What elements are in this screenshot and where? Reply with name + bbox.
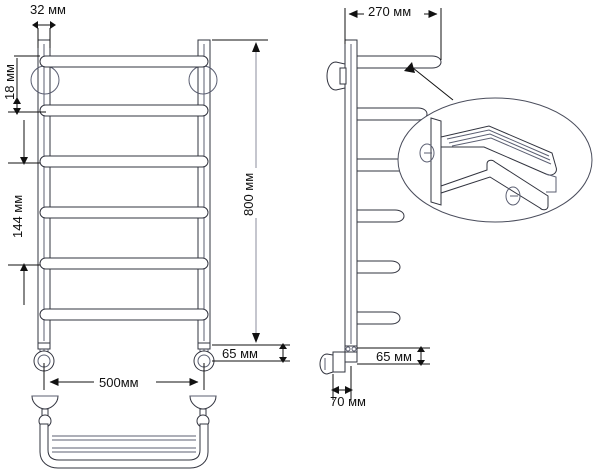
rung-5 bbox=[39, 257, 209, 270]
dimension-label-65mm-side: 65 мм bbox=[376, 349, 412, 364]
dimension-label-65mm-front: 65 мм bbox=[222, 346, 258, 361]
rung-1 bbox=[39, 55, 209, 68]
dimension-label-500mm: 500мм bbox=[99, 375, 139, 390]
side-arm-1 bbox=[356, 55, 442, 69]
shelf-bar-2 bbox=[52, 447, 196, 453]
rung-6 bbox=[39, 308, 209, 321]
dimension-label-70mm: 70 мм bbox=[330, 394, 366, 409]
dimension-label-800mm: 800 мм bbox=[241, 173, 256, 216]
shelf-right-bracket bbox=[189, 395, 217, 428]
detail-shelf-rails bbox=[440, 125, 557, 176]
side-arm-2 bbox=[356, 107, 428, 121]
detail-leader-arrow bbox=[404, 62, 415, 73]
dimension-label-32mm: 32 мм bbox=[30, 2, 66, 17]
detail-view bbox=[397, 62, 593, 223]
detail-post-flange bbox=[419, 143, 435, 163]
detail-post bbox=[430, 117, 442, 206]
dimension-rung-spacing: 144 мм bbox=[8, 120, 40, 305]
dimension-overall-depth: 270 мм bbox=[344, 3, 442, 60]
detail-leader-line bbox=[412, 67, 454, 101]
dimension-tube-diameter: 32 мм bbox=[30, 2, 66, 48]
rung-2 bbox=[39, 104, 209, 117]
side-wall-flange bbox=[326, 61, 347, 91]
front-right-rail bbox=[197, 39, 211, 346]
rung-4 bbox=[39, 206, 209, 219]
front-left-rail bbox=[37, 39, 51, 346]
dimension-label-270mm: 270 мм bbox=[368, 4, 411, 19]
dimension-overall-width: 500мм bbox=[43, 363, 205, 392]
side-bottom-valve bbox=[319, 345, 358, 375]
dimension-bottom-offset-front: 65 мм bbox=[212, 343, 290, 363]
shelf-left-bracket bbox=[31, 395, 59, 428]
side-arm-4 bbox=[356, 209, 405, 223]
dimension-rung-gap-top: 18 мм bbox=[2, 55, 46, 115]
dimension-label-144mm: 144 мм bbox=[10, 195, 25, 238]
shelf-bar-1 bbox=[52, 435, 196, 441]
dimension-bottom-offset-side: 65 мм bbox=[357, 346, 430, 366]
detail-bracket-eye bbox=[505, 186, 521, 206]
dimension-label-18mm: 18 мм bbox=[2, 64, 17, 100]
shelf-frame bbox=[39, 423, 209, 469]
rung-3 bbox=[39, 155, 209, 168]
side-arm-5 bbox=[356, 260, 401, 274]
front-rungs bbox=[39, 55, 209, 321]
side-view: 270 мм 65 мм 70 мм bbox=[319, 3, 442, 409]
side-arm-6 bbox=[356, 311, 401, 325]
dimension-wall-offset: 70 мм bbox=[330, 366, 366, 409]
detail-bubble-fill bbox=[398, 98, 592, 222]
front-view: 32 мм 18 мм 144 мм bbox=[2, 2, 290, 392]
detail-bubble-outline bbox=[397, 97, 593, 223]
detail-hook bbox=[545, 173, 557, 193]
shelf-view bbox=[31, 395, 217, 469]
detail-shelf-support bbox=[440, 159, 549, 211]
